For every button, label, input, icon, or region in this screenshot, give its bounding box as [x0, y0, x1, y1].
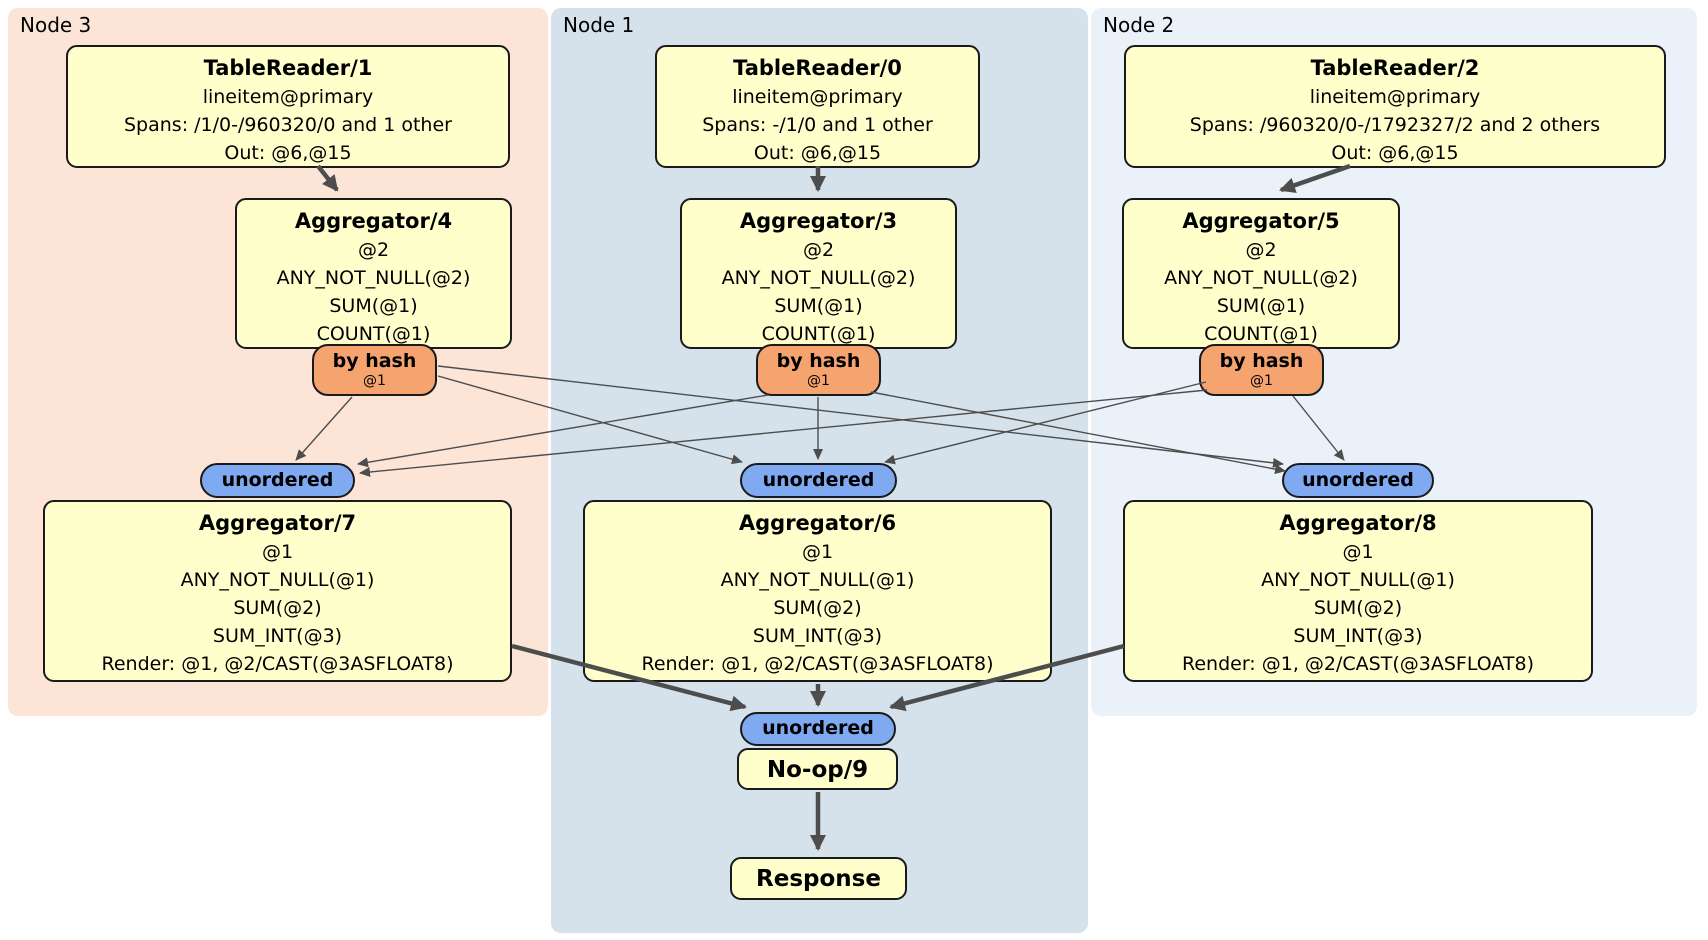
processor-detail: lineitem@primary	[732, 86, 903, 108]
processor-detail: SUM_INT(@3)	[1293, 625, 1423, 647]
processor-detail: ANY_NOT_NULL(@1)	[1261, 569, 1455, 591]
processor-title: TableReader/1	[203, 56, 373, 80]
processor-detail: Out: @6,@15	[224, 142, 352, 164]
processor-detail: SUM(@2)	[773, 597, 862, 619]
processor-title: TableReader/2	[1310, 56, 1480, 80]
processor-tablereader-1: TableReader/1 lineitem@primary Spans: /1…	[66, 45, 510, 168]
router-key: @1	[363, 373, 386, 389]
processor-aggregator-6: Aggregator/6 @1 ANY_NOT_NULL(@1) SUM(@2)…	[583, 500, 1052, 682]
synchronizer-unordered-middle: unordered	[740, 463, 897, 498]
processor-detail: ANY_NOT_NULL(@2)	[276, 267, 471, 289]
processor-title: Aggregator/5	[1182, 209, 1340, 233]
processor-noop-9: No-op/9	[737, 748, 898, 790]
synchronizer-unordered-final: unordered	[740, 712, 896, 746]
router-key: @1	[807, 373, 830, 389]
processor-aggregator-8: Aggregator/8 @1 ANY_NOT_NULL(@1) SUM(@2)…	[1123, 500, 1593, 682]
router-by-hash-3: by hash @1	[756, 344, 881, 396]
processor-detail: @1	[801, 541, 834, 563]
processor-aggregator-7: Aggregator/7 @1 ANY_NOT_NULL(@1) SUM(@2)…	[43, 500, 512, 682]
processor-detail: ANY_NOT_NULL(@2)	[721, 267, 916, 289]
router-label: by hash	[332, 350, 417, 372]
processor-detail: ANY_NOT_NULL(@1)	[180, 569, 375, 591]
processor-detail: Spans: /1/0-/960320/0 and 1 other	[124, 114, 452, 136]
processor-aggregator-5: Aggregator/5 @2 ANY_NOT_NULL(@2) SUM(@1)…	[1122, 198, 1400, 349]
processor-title: TableReader/0	[733, 56, 902, 80]
processor-title: Aggregator/4	[294, 209, 453, 233]
processor-detail: COUNT(@1)	[1204, 323, 1318, 345]
processor-title: Aggregator/8	[1279, 511, 1437, 535]
region-label-node3: Node 3	[20, 13, 92, 37]
processor-detail: Render: @1, @2/CAST(@3ASFLOAT8)	[1182, 653, 1534, 675]
processor-title: Response	[756, 866, 881, 892]
router-key: @1	[1250, 373, 1273, 389]
processor-detail: Out: @6,@15	[753, 142, 882, 164]
processor-detail: Spans: -/1/0 and 1 other	[702, 114, 933, 136]
processor-detail: SUM(@2)	[1313, 597, 1403, 619]
processor-detail: COUNT(@1)	[316, 323, 431, 345]
region-label-node2: Node 2	[1103, 13, 1175, 37]
processor-detail: COUNT(@1)	[761, 323, 876, 345]
processor-detail: Render: @1, @2/CAST(@3ASFLOAT8)	[641, 653, 994, 675]
synchronizer-unordered-left: unordered	[200, 463, 355, 498]
processor-tablereader-2: TableReader/2 lineitem@primary Spans: /9…	[1124, 45, 1666, 168]
processor-detail: @1	[1342, 541, 1374, 563]
router-by-hash-4: by hash @1	[312, 344, 437, 396]
region-label-node1: Node 1	[563, 13, 635, 37]
processor-tablereader-0: TableReader/0 lineitem@primary Spans: -/…	[655, 45, 980, 168]
processor-detail: SUM(@2)	[233, 597, 322, 619]
processor-detail: @2	[1245, 239, 1277, 261]
processor-detail: @1	[261, 541, 294, 563]
processor-title: Aggregator/6	[738, 511, 897, 535]
processor-detail: @2	[357, 239, 390, 261]
processor-title: Aggregator/7	[198, 511, 357, 535]
processor-detail: SUM_INT(@3)	[752, 625, 883, 647]
router-by-hash-5: by hash @1	[1199, 344, 1324, 396]
router-label: by hash	[776, 350, 861, 372]
processor-detail: SUM_INT(@3)	[212, 625, 343, 647]
processor-detail: ANY_NOT_NULL(@1)	[720, 569, 915, 591]
processor-detail: SUM(@1)	[774, 295, 863, 317]
processor-detail: lineitem@primary	[1309, 86, 1481, 108]
processor-aggregator-3: Aggregator/3 @2 ANY_NOT_NULL(@2) SUM(@1)…	[680, 198, 957, 349]
processor-detail: @2	[802, 239, 835, 261]
processor-detail: SUM(@1)	[329, 295, 418, 317]
processor-detail: Spans: /960320/0-/1792327/2 and 2 others	[1189, 114, 1601, 136]
processor-detail: Out: @6,@15	[1331, 142, 1459, 164]
synchronizer-unordered-right: unordered	[1282, 463, 1434, 498]
processor-detail: SUM(@1)	[1216, 295, 1306, 317]
processor-detail: ANY_NOT_NULL(@2)	[1164, 267, 1358, 289]
processor-title: No-op/9	[766, 757, 869, 783]
router-label: by hash	[1219, 350, 1304, 372]
processor-response: Response	[730, 857, 907, 900]
processor-detail: Render: @1, @2/CAST(@3ASFLOAT8)	[101, 653, 454, 675]
processor-detail: lineitem@primary	[202, 86, 374, 108]
processor-aggregator-4: Aggregator/4 @2 ANY_NOT_NULL(@2) SUM(@1)…	[235, 198, 512, 349]
processor-title: Aggregator/3	[739, 209, 898, 233]
